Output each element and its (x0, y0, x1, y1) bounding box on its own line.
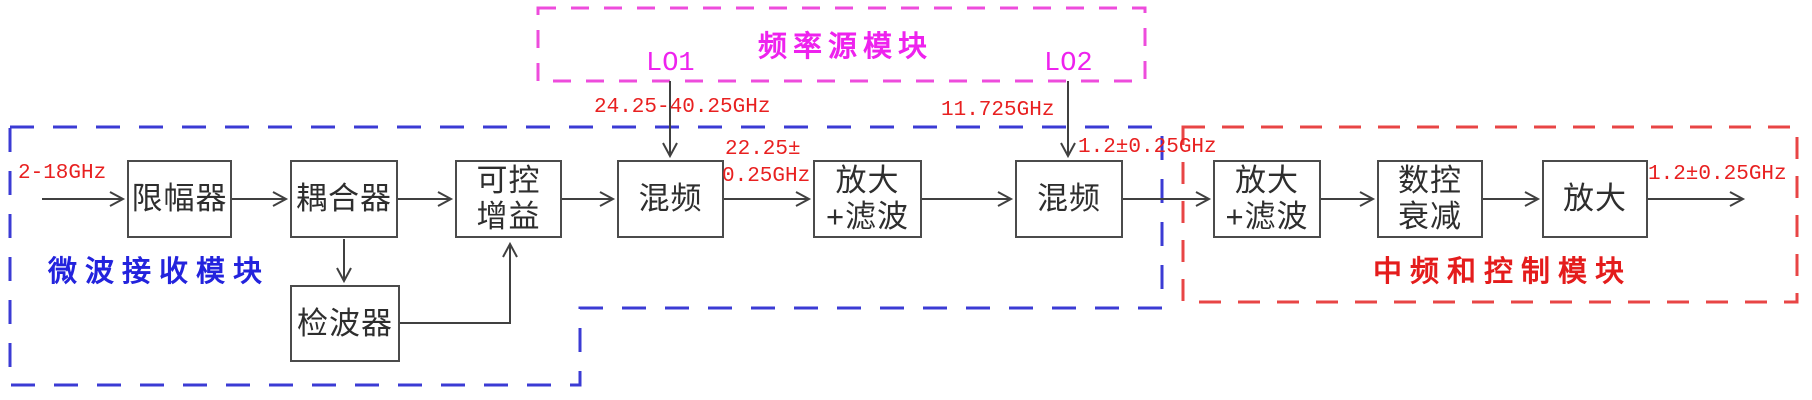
if-control-module-label: 中频和控制模块 (1373, 256, 1633, 288)
block-coupler: 耦合器 (290, 160, 398, 238)
block-mixer-2: 混频 (1015, 160, 1123, 238)
block-controllable-gain: 可控 增益 (455, 160, 562, 238)
block-amp-filter-1: 放大 +滤波 (813, 160, 922, 238)
block-mixer-1: 混频 (617, 160, 724, 238)
block-digital-attenuator-label-line1: 数控 (1398, 163, 1462, 198)
block-controllable-gain-label-line1: 可控 (476, 163, 541, 198)
lo2-frequency-label: 11.725GHz (941, 99, 1055, 122)
if1-frequency-label-line2: 0.25GHz (722, 165, 811, 188)
block-amp-filter-2-label-line1: 放大 (1235, 163, 1299, 198)
if-control-module-outline (1181, 125, 1799, 304)
microwave-module-outline (8, 125, 1164, 387)
block-digital-attenuator: 数控 衰减 (1377, 160, 1483, 238)
block-limiter: 限幅器 (127, 160, 232, 238)
lo1-label: LO1 (646, 49, 695, 79)
frequency-source-module-label: 频率源模块 (758, 31, 934, 63)
input-frequency-label: 2-18GHz (18, 162, 107, 185)
if1-frequency-label-line1: 22.25± (725, 138, 801, 161)
block-detector: 检波器 (290, 285, 400, 362)
block-digital-attenuator-label-line2: 衰减 (1398, 199, 1462, 234)
block-coupler-label: 耦合器 (296, 181, 392, 216)
block-controllable-gain-label-line2: 增益 (476, 199, 541, 234)
block-mixer-2-label: 混频 (1037, 181, 1101, 216)
block-amp-filter-2: 放大 +滤波 (1213, 160, 1321, 238)
lo1-frequency-label: 24.25-40.25GHz (594, 96, 771, 119)
lo2-label: LO2 (1044, 49, 1093, 79)
output-frequency-label: 1.2±0.25GHz (1648, 163, 1787, 186)
block-amplifier: 放大 (1542, 160, 1648, 238)
block-amp-filter-2-label-line2: +滤波 (1225, 199, 1309, 234)
if2-frequency-label: 1.2±0.25GHz (1078, 136, 1217, 159)
block-amp-filter-1-label-line2: +滤波 (825, 199, 910, 234)
block-amp-filter-1-label-line1: 放大 (835, 163, 900, 198)
block-amplifier-label: 放大 (1563, 181, 1627, 216)
frequency-source-module-outline (536, 6, 1147, 83)
block-detector-label: 检波器 (297, 305, 393, 341)
microwave-module-label: 微波接收模块 (48, 256, 271, 288)
block-mixer-1-label: 混频 (638, 181, 703, 216)
arrow-detector-to-gain-feedback (400, 241, 518, 324)
block-limiter-label: 限幅器 (131, 181, 228, 216)
